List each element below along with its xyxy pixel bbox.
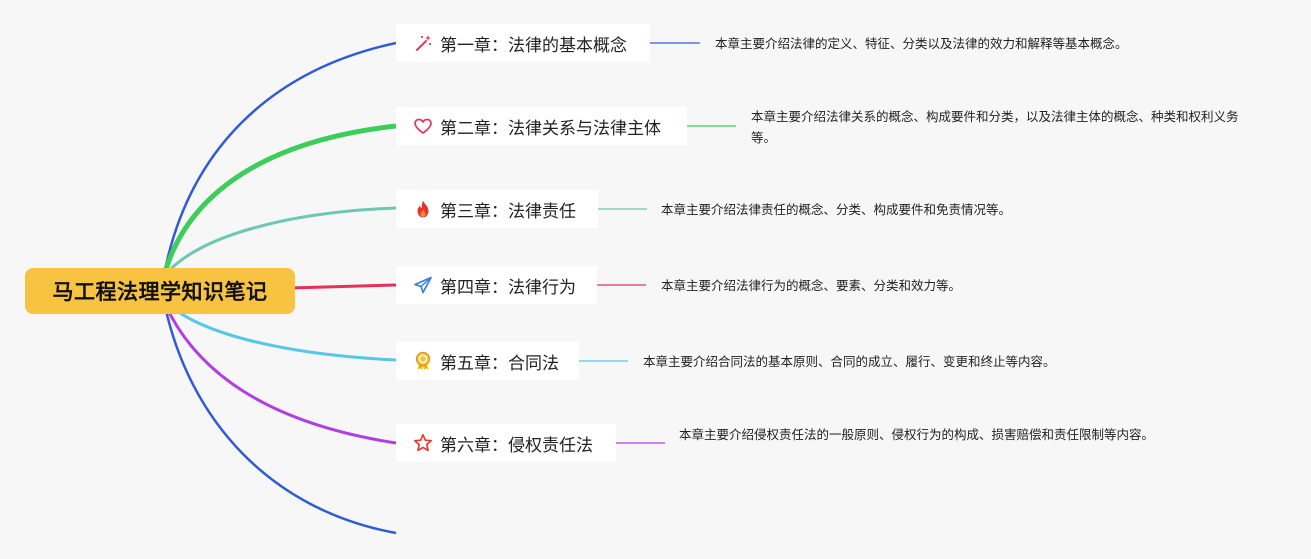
chapter-node-6[interactable]: 第六章：侵权责任法: [396, 424, 616, 462]
chapter-description-3: 本章主要介绍法律责任的概念、分类、构成要件和免责情况等。: [661, 202, 1012, 217]
chapter-description-6: 本章主要介绍侵权责任法的一般原则、侵权行为的构成、损害赔偿和责任限制等内容。: [679, 427, 1155, 442]
branch-line-6: [163, 303, 397, 445]
paper-plane-icon: [412, 274, 434, 296]
branch-line-1: [163, 41, 397, 271]
chapter-node-5[interactable]: 第五章：合同法: [396, 342, 579, 380]
chapter-description-5: 本章主要介绍合同法的基本原则、合同的成立、履行、变更和终止等内容。: [643, 354, 1056, 369]
root-topic[interactable]: 马工程法理学知识笔记: [25, 268, 295, 314]
star-icon: [412, 432, 434, 454]
heart-icon: [412, 115, 434, 137]
branch-line-2: [162, 123, 397, 273]
chapter-node-4[interactable]: 第四章：法律行为: [396, 266, 597, 304]
chapter-node-2[interactable]: 第二章：法律关系与法律主体: [396, 107, 687, 145]
fire-icon: [412, 198, 434, 220]
chapter-title-3: 第三章：法律责任: [440, 201, 576, 222]
chapter-title-2: 第二章：法律关系与法律主体: [440, 118, 661, 139]
chapter-description-2: 本章主要介绍法律关系的概念、构成要件和分类，以及法律主体的概念、种类和权利义务等…: [751, 109, 1239, 145]
chapter-title-4: 第四章：法律行为: [440, 277, 576, 298]
chapter-description-1: 本章主要介绍法律的定义、特征、分类以及法律的效力和解释等基本概念。: [715, 36, 1128, 51]
chapter-title-6: 第六章：侵权责任法: [440, 435, 593, 456]
medal-icon: [412, 350, 434, 372]
chapter-node-3[interactable]: 第三章：法律责任: [396, 190, 598, 228]
root-topic-label: 马工程法理学知识笔记: [52, 280, 268, 304]
magic-wand-icon: [412, 32, 434, 54]
chapter-description-4: 本章主要介绍法律行为的概念、要素、分类和效力等。: [661, 278, 962, 293]
chapter-node-1[interactable]: 第一章：法律的基本概念: [396, 24, 650, 62]
branch-line-4: [289, 283, 397, 290]
chapter-title-5: 第五章：合同法: [440, 353, 559, 374]
branch-line-7: [163, 305, 397, 535]
branch-line-3: [164, 206, 397, 275]
chapter-title-1: 第一章：法律的基本概念: [440, 35, 627, 56]
